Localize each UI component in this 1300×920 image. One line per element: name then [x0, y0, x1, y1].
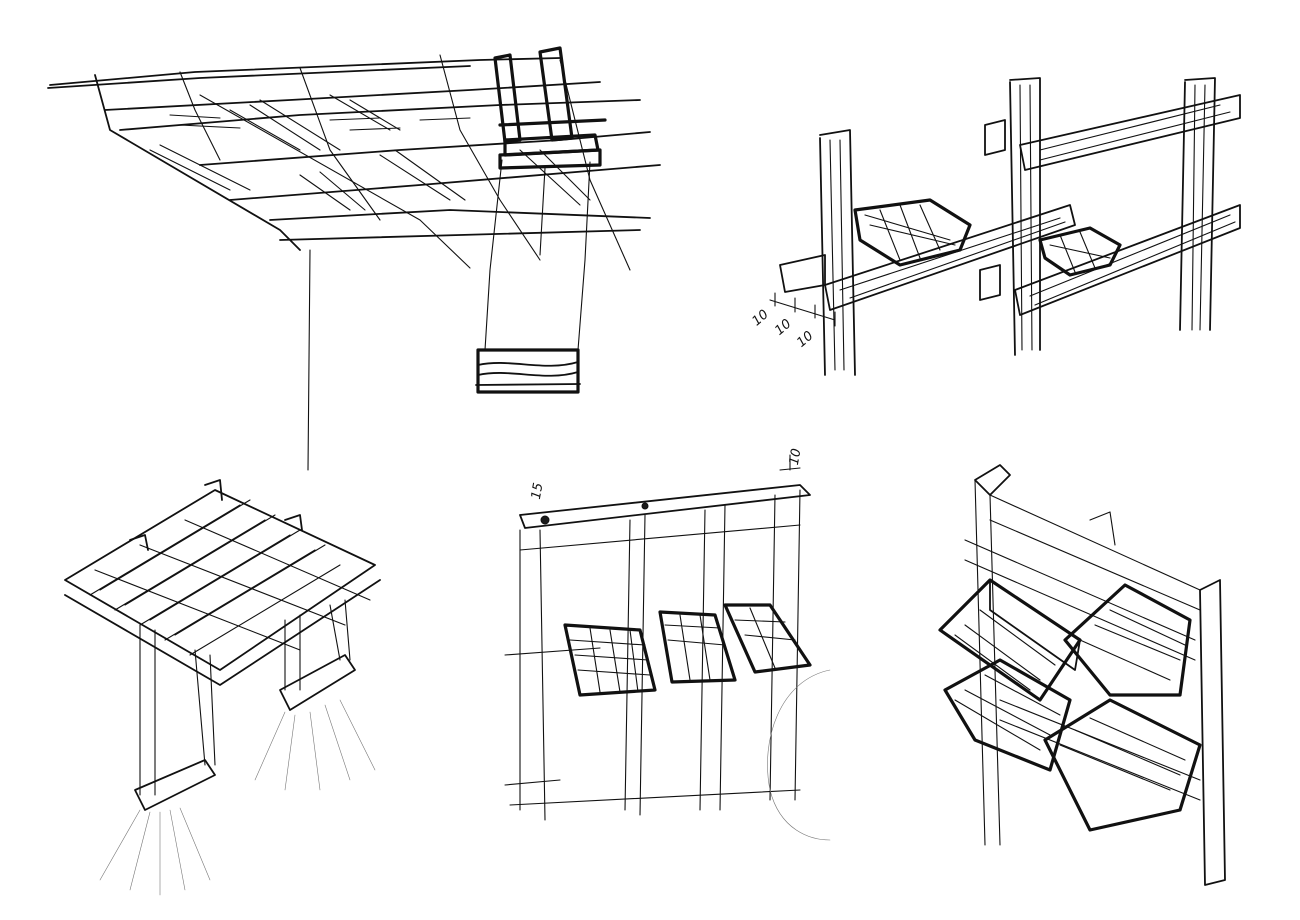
pallet-wall-drawers-sketch: [938, 464, 1226, 886]
screw-icon: [540, 515, 550, 525]
dimension-label: 10: [787, 447, 805, 466]
dimension-label: 15: [529, 482, 547, 501]
pallet-wall-trays-sketch: 15 10: [504, 447, 831, 841]
screw-icon: [641, 502, 649, 510]
pallet-canopy-sketch: [64, 479, 381, 896]
post-beam-shelf-sketch: 10 10 10: [749, 77, 1241, 376]
dimension-label: 10: [772, 317, 794, 339]
dimension-label: 10: [794, 329, 816, 351]
dimension-label: 10: [749, 307, 771, 329]
ceiling-slats-sketch: [47, 46, 661, 471]
